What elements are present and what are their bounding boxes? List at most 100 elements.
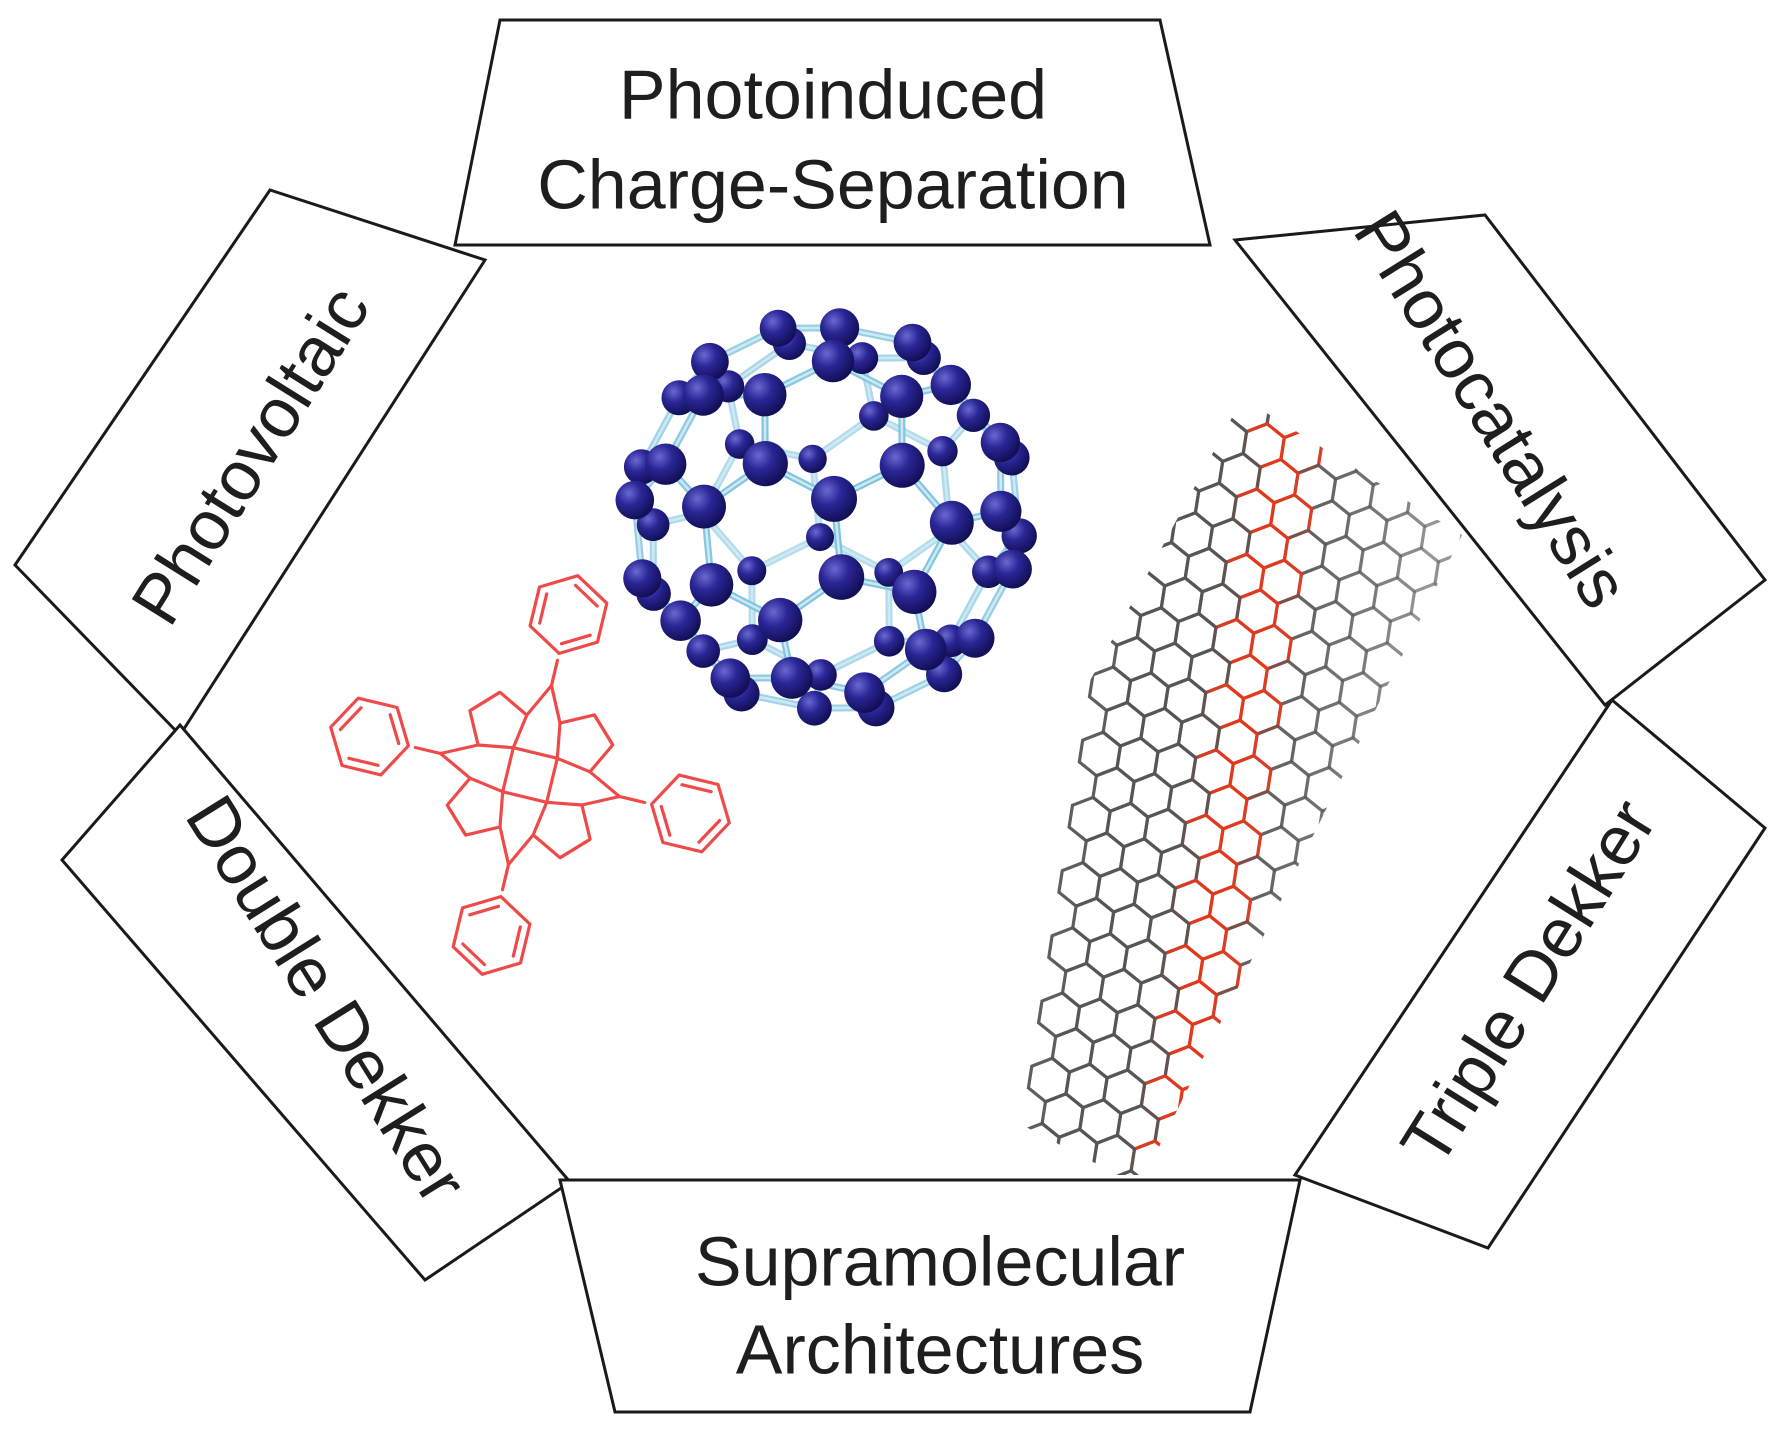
nanotube-hexagon	[1617, 1117, 1658, 1161]
nanotube-hexagon	[1436, 1289, 1477, 1333]
fullerene-atom	[930, 364, 971, 406]
nanotube-hexagon	[1634, 1253, 1675, 1297]
nanotube-hexagon	[1528, 702, 1569, 746]
panel-top-line1: Photoinduced	[619, 55, 1047, 133]
fullerene-atom	[859, 401, 889, 431]
nanotube-hexagon	[1303, 412, 1348, 446]
fullerene-atom	[844, 672, 885, 713]
fullerene-atom	[759, 309, 797, 347]
fullerene-atom	[904, 628, 947, 671]
nanotube-hexagon	[1733, 868, 1774, 911]
fullerene-atom	[892, 569, 937, 615]
porphyrin-bond	[525, 683, 554, 717]
nanotube-hexagon	[1675, 992, 1716, 1036]
nanotube-hexagon	[1108, 534, 1153, 582]
nanotube-hexagon	[1245, 890, 1290, 938]
nanotube-hexagon	[1141, 341, 1182, 384]
nanotube-hexagon	[1392, 812, 1438, 861]
nanotube-hexagon	[1252, 1091, 1298, 1139]
fullerene-atom	[980, 490, 1022, 532]
nanotube-hexagon	[1190, 1115, 1236, 1163]
nanotube-hexagon	[1214, 1085, 1260, 1133]
nanotube-hexagon	[1511, 1301, 1552, 1345]
nanotube-hexagon	[1269, 860, 1314, 908]
porphyrin-bond	[498, 825, 511, 867]
porphyrin-bond	[438, 751, 472, 780]
nanotube-hexagon	[1774, 607, 1782, 651]
porphyrin-bond	[549, 658, 560, 688]
nanotube-hexagon	[1178, 347, 1219, 391]
porphyrin-aromatic-bond	[559, 633, 592, 646]
nanotube-hexagon	[1723, 933, 1764, 976]
panel-lower-left: Double Dekker	[60, 722, 573, 1282]
nanotube-hexagon	[1641, 1087, 1682, 1130]
nanotube-hexagon	[1607, 1182, 1648, 1226]
nanotube-hexagon	[1736, 601, 1777, 645]
nanotube-hexagon	[1440, 753, 1462, 801]
fullerene-atom	[805, 659, 837, 691]
nanotube-hexagon	[1142, 439, 1187, 488]
porphyrin-inner-bond	[511, 746, 559, 760]
nanotube-hexagon	[1466, 726, 1507, 770]
nanotube-hexagon	[1398, 1283, 1439, 1327]
nanotube-hexagon	[1729, 400, 1770, 444]
nanotube-hexagon	[1388, 712, 1434, 760]
nanotube-hexagon	[1385, 1248, 1426, 1292]
nanotube-hexagon	[1216, 353, 1257, 397]
nanotube-hexagon	[1152, 412, 1197, 422]
nanotube-hexagon	[1296, 1200, 1337, 1244]
fullerene-atom	[955, 618, 995, 658]
panel-upper-right: Photocatalysis	[1232, 197, 1768, 708]
nanotube-hexagon	[1333, 1206, 1374, 1249]
nanotube-hexagon	[1054, 1127, 1099, 1175]
nanotube-hexagon	[1382, 878, 1427, 926]
nanotube-hexagon	[1658, 1224, 1699, 1267]
nanotube-hexagon	[1265, 412, 1310, 440]
nanotube-hexagon	[1240, 323, 1281, 366]
nanotube-hexagon	[1521, 1236, 1562, 1279]
fullerene-atom	[736, 624, 768, 655]
nanotube-hexagon	[1691, 394, 1732, 438]
panel-top-line2: Charge-Separation	[537, 145, 1128, 223]
nanotube-hexagon	[1556, 1141, 1597, 1185]
fullerene-atom	[798, 444, 827, 474]
nanotube-hexagon	[1497, 1265, 1538, 1309]
porphyrin-bond	[413, 745, 443, 756]
nanotube-hexagon	[1655, 1123, 1696, 1167]
fullerene-atom	[742, 441, 788, 487]
nanotube-hexagon	[1764, 672, 1782, 716]
nanotube-hexagon	[1361, 641, 1407, 689]
fullerene-atom	[691, 342, 729, 381]
fullerene-atom	[818, 554, 865, 600]
porphyrin-bond	[617, 794, 647, 805]
nanotube-hexagon	[1726, 666, 1767, 710]
nanotube-hexagon	[1443, 854, 1462, 902]
nanotube-hexagon	[1320, 901, 1366, 950]
nanotube-hexagon	[1351, 706, 1396, 754]
porphyrin-phenyl-ring	[528, 574, 609, 656]
nanotube-hexagon	[1323, 1271, 1364, 1314]
nanotube-hexagon	[1330, 836, 1376, 884]
panel-upper-left: Photovoltaic	[13, 188, 488, 738]
fullerene-atom	[846, 342, 879, 375]
nanotube-hexagon	[1399, 646, 1444, 695]
nanotube-hexagon	[1291, 365, 1332, 409]
porphyrin-aromatic-bond	[388, 713, 401, 746]
nanotube-hexagon	[1225, 1020, 1270, 1068]
fullerene-atom	[879, 442, 925, 488]
panel-top: Photoinduced Charge-Separation	[453, 18, 1212, 247]
panel-bottom-line1: Supramolecular	[695, 1222, 1185, 1300]
fullerene-atom	[623, 559, 662, 598]
nanotube-hexagon	[1235, 955, 1280, 1003]
nanotube-hexagon	[1579, 1111, 1620, 1155]
fullerene-atom	[993, 549, 1032, 589]
nanotube-hexagon	[1317, 801, 1362, 849]
nanotube-hexagon	[1334, 937, 1380, 985]
nanotube-hexagon	[1177, 1079, 1222, 1128]
nanotube-hexagon	[1569, 1176, 1610, 1219]
nanotube-hexagon	[1139, 1074, 1185, 1122]
porphyrin-aromatic-bond	[659, 804, 672, 837]
nanotube-hexagon	[1500, 631, 1541, 674]
nanotube-hexagon	[1375, 676, 1420, 724]
